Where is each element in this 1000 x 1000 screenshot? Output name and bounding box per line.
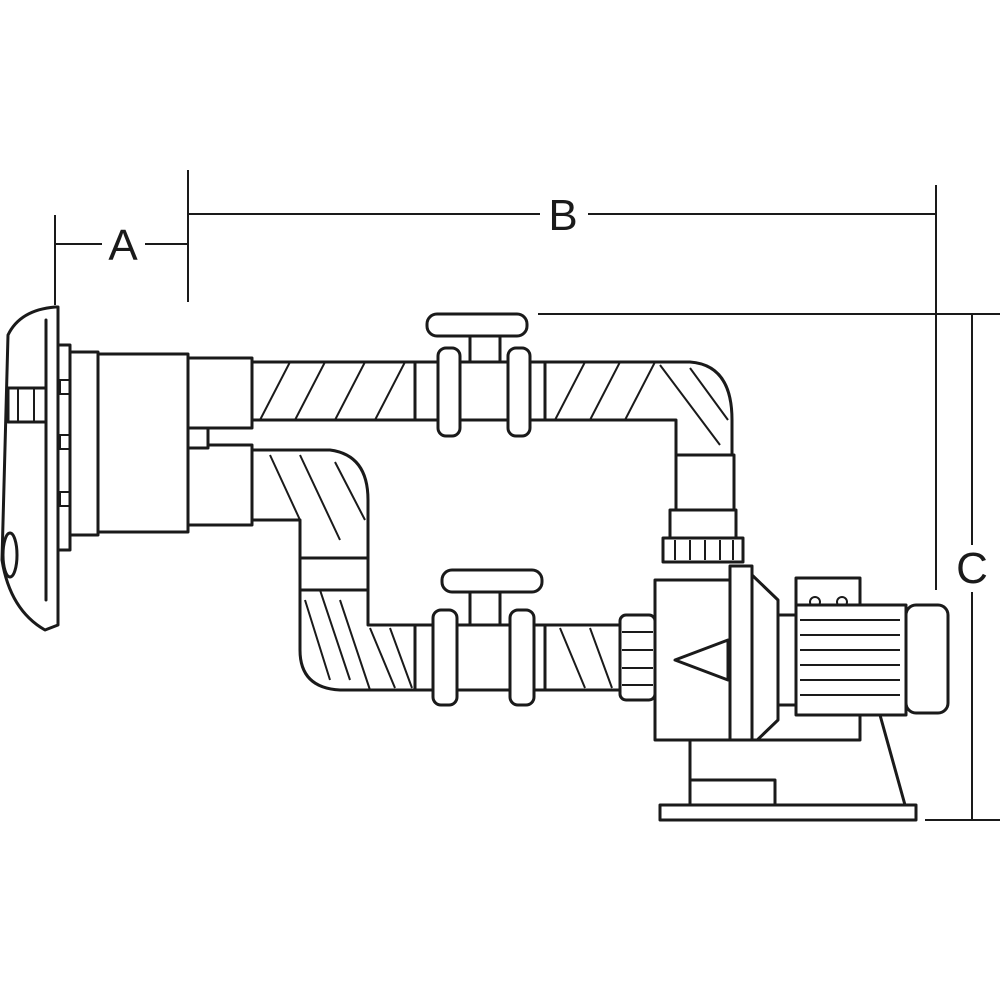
dimension-c: C [538, 313, 1000, 821]
union-nut [506, 346, 532, 438]
lower-pipe [250, 448, 657, 707]
dimension-c-label: C [956, 544, 988, 593]
union-nut [436, 346, 462, 438]
upper-pipe [250, 312, 745, 564]
dimension-a-label: A [108, 221, 138, 270]
union-nut [508, 608, 536, 707]
pump [653, 564, 950, 822]
dimension-b-label: B [548, 191, 577, 240]
union-nut [431, 608, 459, 707]
motor [794, 603, 908, 717]
dimension-b: B [187, 170, 937, 590]
wall-fitting [0, 305, 254, 632]
dimension-a: A [54, 215, 188, 305]
